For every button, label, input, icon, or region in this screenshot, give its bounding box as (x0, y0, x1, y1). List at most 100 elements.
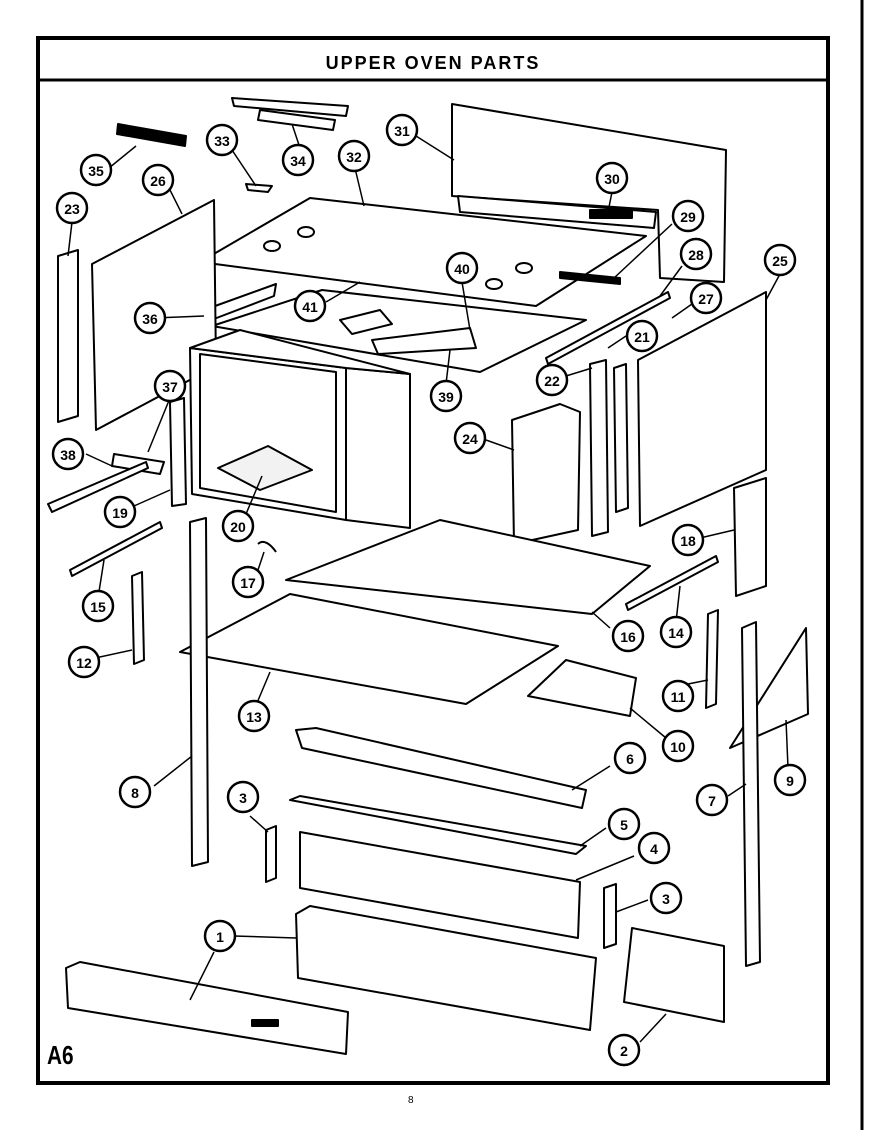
callout-label: 13 (246, 709, 262, 725)
callout-circle (611, 619, 645, 653)
part-18-post (733, 477, 767, 597)
part-29-strip (559, 271, 621, 285)
callout-41: 41 (293, 289, 327, 323)
callout-circle (231, 565, 265, 599)
page-number: 8 (408, 1095, 414, 1106)
callout-label: 32 (346, 149, 362, 165)
part-6-trim (295, 727, 587, 809)
callout-circle (661, 679, 695, 713)
callout-label: 33 (214, 133, 230, 149)
part-34-grille (116, 123, 187, 147)
callout-7: 7 (695, 783, 729, 817)
callout-25: 25 (763, 243, 797, 277)
callout-label: 36 (142, 311, 158, 327)
leader-lines (67, 123, 789, 1043)
part-10-channel (527, 659, 637, 717)
callout-circle (695, 783, 729, 817)
part-17-wire (257, 540, 277, 553)
diagram-code: A6 (47, 1040, 74, 1070)
callout-circle (763, 243, 797, 277)
callout-label: 17 (240, 575, 256, 591)
outer-frame (36, 36, 830, 1085)
callout-18: 18 (671, 523, 705, 557)
callout-circle (535, 363, 569, 397)
callout-label: 25 (772, 253, 788, 269)
callout-24: 24 (453, 421, 487, 455)
part-14-rail (625, 555, 719, 611)
callout-29: 29 (671, 199, 705, 233)
callout-label: 11 (671, 689, 686, 705)
callout-3: 3 (649, 881, 683, 915)
callout-33: 33 (205, 123, 239, 157)
callout-circle (281, 143, 315, 177)
callout-circle (205, 123, 239, 157)
callout-27: 27 (689, 281, 723, 315)
callout-label: 10 (670, 739, 686, 755)
part-20-element (217, 445, 313, 491)
top-hole (515, 262, 533, 274)
part-37-bracket (111, 453, 165, 475)
part-38-rod (47, 461, 149, 513)
callout-circle (385, 113, 419, 147)
callout-15: 15 (81, 589, 115, 623)
callout-40: 40 (445, 251, 479, 285)
part-23-side-strip (57, 249, 79, 423)
callout-circle (671, 199, 705, 233)
part-16-floor-panel (285, 519, 651, 615)
callout-2: 2 (607, 1033, 641, 1067)
callout-12: 12 (67, 645, 101, 679)
callout-label: 6 (626, 751, 634, 767)
part-25-side-panel (637, 291, 767, 527)
callout-circle (649, 881, 683, 915)
callout-39: 39 (429, 379, 463, 413)
callout-circle (203, 919, 237, 953)
part-11-strip (705, 609, 719, 709)
callout-10: 10 (661, 729, 695, 763)
callout-17: 17 (231, 565, 265, 599)
callout-label: 12 (76, 655, 92, 671)
callout-circle (625, 319, 659, 353)
callout-label: 1 (216, 929, 224, 945)
top-hole (263, 240, 281, 252)
part-3-post-right (603, 883, 617, 949)
part-22-strip (589, 359, 609, 537)
part-32-top-panel (199, 197, 647, 307)
callout-label: 4 (650, 841, 658, 857)
callout-31: 31 (385, 113, 419, 147)
callout-label: 39 (438, 389, 454, 405)
callout-label: 27 (698, 291, 714, 307)
callout-circle (293, 289, 327, 323)
callout-11: 11 (661, 679, 695, 713)
callout-label: 21 (634, 329, 650, 345)
callout-38: 38 (51, 437, 85, 471)
callout-1: 1 (203, 919, 237, 953)
part-4-panel (299, 831, 581, 939)
callout-circle (607, 1033, 641, 1067)
part-13-panel (179, 593, 559, 705)
callout-label: 18 (680, 533, 696, 549)
callout-label: 31 (394, 123, 410, 139)
callout-circle (607, 807, 641, 841)
callout-circle (671, 523, 705, 557)
callout-label: 41 (302, 299, 318, 315)
callout-22: 22 (535, 363, 569, 397)
top-hole (297, 226, 315, 238)
callout-circle (613, 741, 647, 775)
callout-label: 8 (131, 785, 139, 801)
callout-9: 9 (773, 763, 807, 797)
callout-37: 37 (153, 369, 187, 403)
callout-label: 34 (290, 153, 306, 169)
part-30-slot (589, 209, 633, 219)
callout-label: 24 (462, 431, 478, 447)
oven-side (345, 367, 411, 529)
callout-circle (133, 301, 167, 335)
callout-label: 16 (620, 629, 636, 645)
part-31-back-panel (451, 103, 727, 283)
callout-bubbles: 1233456789101112131415161718192021222324… (51, 113, 807, 1067)
part-33-clip (245, 183, 273, 193)
callout-21: 21 (625, 319, 659, 353)
part-7-strip (741, 621, 761, 967)
callout-13: 13 (237, 699, 271, 733)
callout-circle (679, 237, 713, 271)
